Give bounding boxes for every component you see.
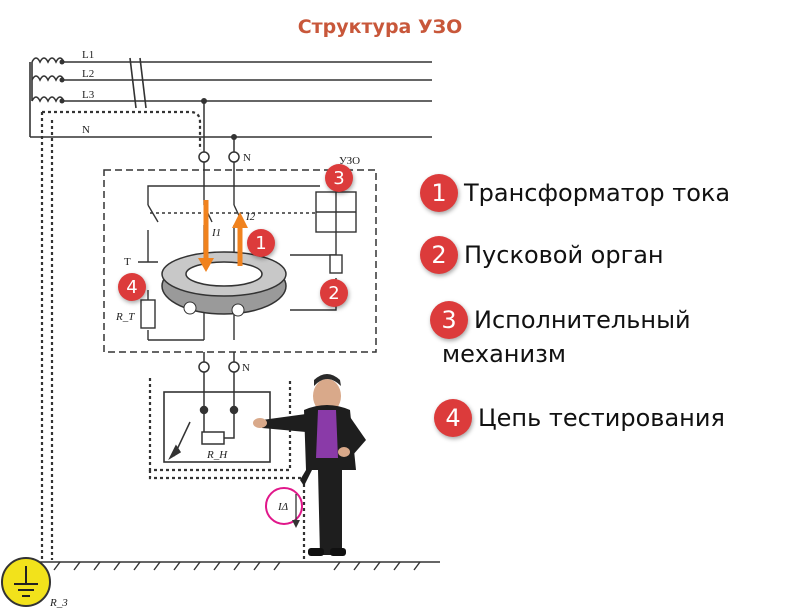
test-button-label: T — [124, 256, 131, 268]
terminal-n-bottom: N — [242, 362, 250, 374]
device-label: УЗО — [339, 155, 360, 167]
legend-item-4: 4 Цепь тестирования — [434, 399, 725, 437]
rcd-box — [103, 169, 377, 353]
terminal-n-top: N — [243, 152, 251, 164]
legend-text-3: Исполнительный — [474, 306, 691, 334]
phase-label-l1: L1 — [82, 49, 94, 61]
legend-text-2: Пусковой орган — [464, 241, 664, 269]
ground-line — [20, 561, 440, 571]
marker-2: 2 — [320, 279, 348, 307]
ground-symbol-icon — [1, 557, 51, 607]
page-title: Структура УЗО — [297, 16, 463, 38]
phase-label-l3: L3 — [82, 89, 95, 101]
legend-badge-2: 2 — [420, 236, 458, 274]
marker-4: 4 — [118, 273, 146, 301]
current-label-1: I1 — [211, 227, 221, 239]
neutral-label: N — [82, 124, 90, 136]
legend-badge-1: 1 — [420, 174, 458, 212]
current-transformer — [161, 251, 287, 317]
ground-resistor-label: R_3 — [49, 597, 68, 609]
leakage-highlight-circle — [265, 487, 303, 525]
current-label-2: I2 — [245, 211, 256, 223]
presenter-figure — [253, 374, 366, 556]
test-resistor-label: R_T — [115, 311, 135, 323]
legend-text-4: Цепь тестирования — [478, 404, 725, 432]
phase-label-l2: L2 — [82, 68, 94, 80]
marker-3: 3 — [325, 164, 353, 192]
legend-badge-4: 4 — [434, 399, 472, 437]
leakage-current-label: IΔ — [277, 501, 288, 513]
marker-1: 1 — [247, 229, 275, 257]
current-arrows — [198, 200, 248, 272]
legend-item-2: 2 Пусковой орган — [420, 236, 664, 274]
load-resistor-label: R_H — [206, 449, 228, 461]
legend-text-1: Трансформатор тока — [464, 179, 731, 207]
legend-badge-3: 3 — [430, 301, 468, 339]
legend-text-3-line2: механизм — [442, 340, 566, 368]
legend-item-1: 1 Трансформатор тока — [420, 174, 730, 212]
pe-conductor — [40, 110, 306, 560]
legend-item-3: 3 Исполнительный — [430, 301, 691, 339]
